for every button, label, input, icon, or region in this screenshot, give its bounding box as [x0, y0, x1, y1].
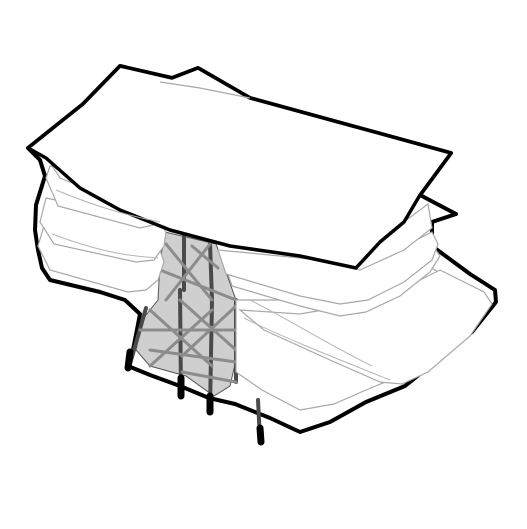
inner-contour-lines [51, 189, 391, 381]
roof-plate [26, 64, 453, 271]
steel-frame-core [124, 231, 265, 446]
right-floor-stack [217, 231, 493, 411]
roof-plate-top [26, 64, 453, 270]
frame-bracing [138, 242, 238, 384]
roof-ridge-line [159, 81, 251, 99]
frame-column-caps [124, 348, 265, 446]
